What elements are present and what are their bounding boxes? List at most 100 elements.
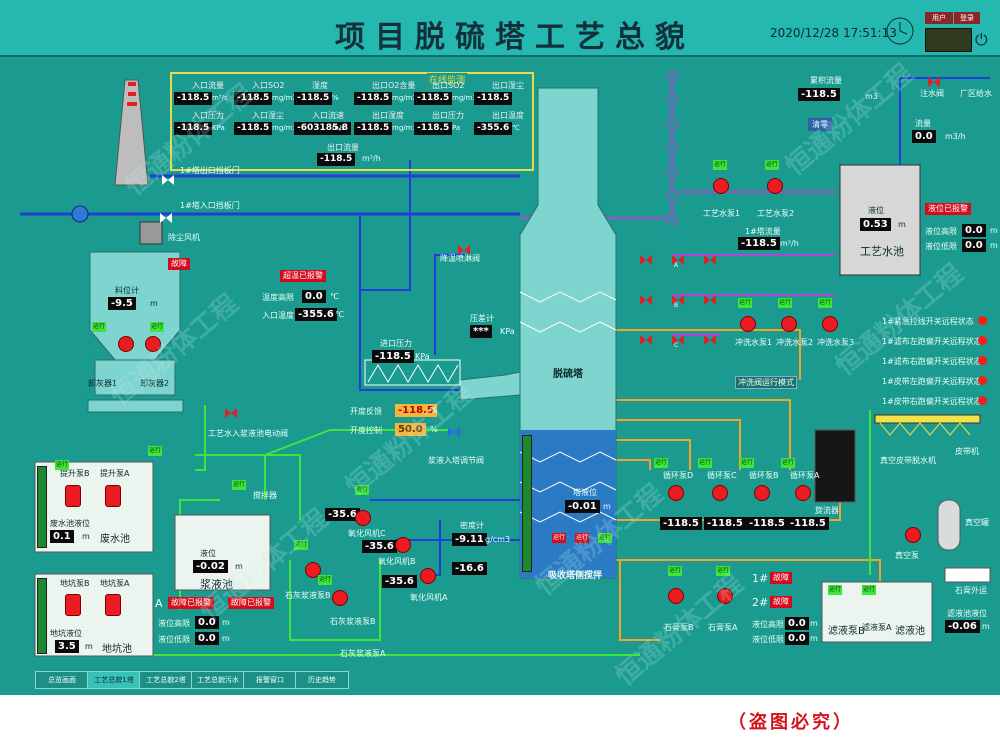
letter-marker: A [667,70,678,81]
inlet-pressure-value: -118.5 [372,350,414,363]
process-water-slurry-valve-icon[interactable] [225,403,237,418]
flush-valve-icon[interactable] [672,250,684,265]
status-item-label: 1#滤布右跑偏开关远程状态 [882,357,982,366]
lime-pump-b-icon[interactable] [305,562,321,578]
circ-pump-icon[interactable] [712,485,728,501]
flush-valve-icon[interactable] [672,290,684,305]
letter-marker: G [667,214,678,225]
monitor-unit: m³/s [212,94,228,102]
waste-tank-label: 废水池 [100,534,130,545]
letter-marker: E [667,166,678,177]
tower-stirrer-2-tag: 运行 [575,533,589,543]
open-control-value[interactable]: 50.0 [395,423,426,436]
monitor-label: 入口流速 [312,111,344,120]
slurry-inlet-valve-icon[interactable] [448,422,460,437]
flush-pump-1-run-tag: 运行 [738,298,752,308]
process-pump-2-icon[interactable] [767,178,783,194]
lift-pump-b-run-tag: 运行 [55,460,69,470]
ox-fan-b-icon[interactable] [395,537,411,553]
flush-valve-icon[interactable] [704,290,716,305]
process-pump-1-icon[interactable] [713,178,729,194]
water-tank-level-unit: m [898,220,906,229]
gypsum-pump-b-icon[interactable] [668,588,684,604]
flush-valve-icon[interactable] [640,290,652,305]
circ-pump-icon[interactable] [795,485,811,501]
lift-pump-b-icon[interactable] [65,485,81,507]
temp-high-value: 0.0 [302,290,326,303]
pit-pump-a-icon[interactable] [105,594,121,616]
status-indicator [978,336,987,345]
status-indicator [978,356,987,365]
flush-valve-icon[interactable] [640,330,652,345]
monitor-value: -118.5 [234,122,273,135]
flush-pump-2-icon[interactable] [781,316,797,332]
flush-valve-icon[interactable] [672,330,684,345]
filtrate-level-label: 滤液池液位 [947,609,987,618]
user-button[interactable]: 用户 [925,12,953,24]
flush-mode-button[interactable]: 冲洗阀运行模式 [735,376,797,389]
pit-pump-b-icon[interactable] [65,594,81,616]
cool-spray-valve-icon[interactable] [458,240,470,255]
monitor-label: 入口SO2 [252,81,285,90]
cumulative-flow-value: -118.5 [798,88,840,101]
gypsum-pump-a-icon[interactable] [717,588,733,604]
nav-tab[interactable]: 历史趋势 [295,671,349,689]
monitor-value: -355.6 [474,122,513,135]
nav-tab[interactable]: 工艺总貌2塔 [139,671,193,689]
logout-icon[interactable]: ⏻ [975,30,988,49]
circ-pump-value: -118.5 [746,517,788,530]
water-tank-low-value: 0.0 [962,239,986,252]
hopper-level-value: -9.5 [108,297,136,310]
flush-valve-icon[interactable] [704,330,716,345]
flush-valve-icon[interactable] [640,250,652,265]
monitor-value: -118.5 [414,122,453,135]
flush-valve-letter: C [674,342,679,349]
water-tank-alarm-badge: 液位已报警 [925,203,971,215]
letter-marker: C [667,118,678,129]
separator-label: 旋流器 [815,506,839,515]
flush-pump-3-label: 冲洗水泵3 [817,338,855,347]
cool-spray-valve-label: 降温喷淋阀 [440,254,480,263]
gypsum-low-unit: m [810,634,818,643]
water-tank-low-label: 液位低限 [925,242,957,251]
vacuum-pump-icon[interactable] [905,527,921,543]
status-indicator [978,316,987,325]
flush-pump-3-run-tag: 运行 [818,298,832,308]
lift-pump-a-label: 提升泵A [100,469,130,478]
gypsum-pump-a-run-tag: 运行 [716,566,730,576]
login-button[interactable]: 登录 [954,12,980,24]
scada-screen: 项目脱硫塔工艺总貌 2020/12/28 17:51:13 用户 登录 ⏻ 在线… [0,0,1000,695]
circ-pump-icon[interactable] [754,485,770,501]
lime-pump-a-icon[interactable] [332,590,348,606]
circ-pump-icon[interactable] [668,485,684,501]
inlet-temp-unit: ℃ [335,310,344,319]
flush-valve-icon[interactable] [704,250,716,265]
inlet-damper-valve-icon[interactable] [160,208,172,223]
lime-low-value: 0.0 [195,632,219,645]
circ-pump-run-tag: 运行 [654,458,668,468]
ox-fan-c-icon[interactable] [355,510,371,526]
flush-pump-3-icon[interactable] [822,316,838,332]
discharge-valve-1-icon[interactable] [118,336,134,352]
filtrate-level-value: -0.06 [945,620,980,633]
nav-tab[interactable]: 工艺总貌1塔 [87,671,141,689]
flush-pump-1-icon[interactable] [740,316,756,332]
filtrate-pump-a-run-tag: 运行 [862,585,876,595]
lift-pump-a-icon[interactable] [105,485,121,507]
water-tank-name: 工艺水池 [860,245,904,258]
chimney [114,79,149,186]
lime-pump-b-run-tag: 运行 [294,540,308,550]
outlet-damper-valve-icon[interactable] [162,170,174,185]
lime-high-value: 0.0 [195,616,219,629]
nav-tab[interactable]: 总览画面 [35,671,89,689]
dp-unit: KPa [500,327,515,336]
tap-valve-icon[interactable] [928,72,940,87]
discharge-valve-2-icon[interactable] [145,336,161,352]
ox-fan-a-icon[interactable] [420,568,436,584]
open-control-label: 开度控制 [350,426,382,435]
lift-pump-a-run-tag: 运行 [148,446,162,456]
nav-tab[interactable]: 工艺总貌污水 [191,671,245,689]
monitor-value: -118.5 [174,122,213,135]
clear-button[interactable]: 清零 [808,118,832,131]
nav-tab[interactable]: 报警窗口 [243,671,297,689]
